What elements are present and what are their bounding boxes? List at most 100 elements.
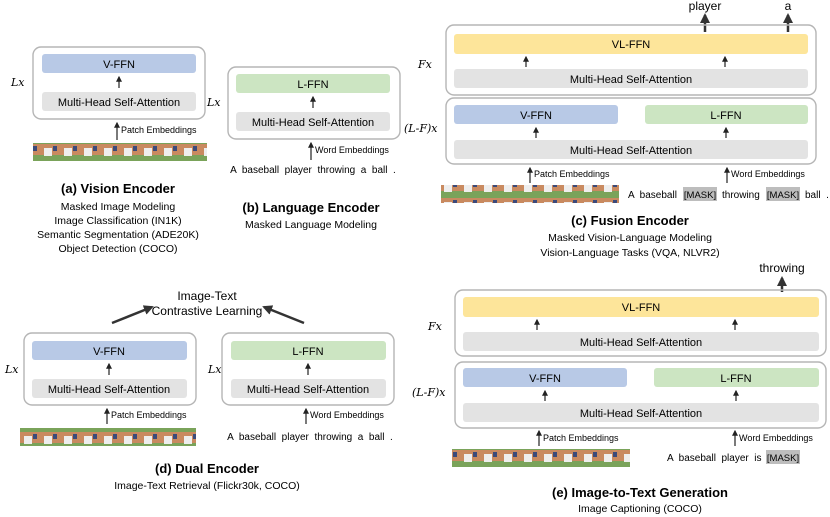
image-patches (20, 428, 196, 446)
task-label: Vision-Language Tasks (VQA, NLVR2) (540, 247, 719, 259)
task-label: Masked Image Modeling (61, 201, 176, 213)
panel-title: (b) Language Encoder (242, 200, 379, 215)
language-tower-frame (221, 332, 395, 406)
layer-repeat-label: Fx (427, 320, 443, 333)
input-sentence: A baseball player throwing a ball . (230, 165, 396, 176)
output-word: a (785, 0, 792, 13)
layer-repeat-label: Fx (417, 58, 433, 71)
patch-embeddings-label: Patch Embeddings (121, 125, 197, 135)
layer-repeat-label: Lx (4, 363, 19, 376)
v-ffn-block (42, 54, 196, 73)
image-patches (452, 449, 630, 467)
l-ffn-block (654, 368, 819, 387)
mhsa-block (42, 92, 196, 111)
image-patches (441, 185, 619, 203)
masked-sentence-part: A baseball (628, 190, 677, 201)
fusion-bottom-frame (445, 97, 817, 165)
output-word: player (689, 0, 722, 13)
fusion-top-frame (445, 24, 817, 96)
panel-title: (d) Dual Encoder (155, 461, 259, 476)
mhsa-block (236, 112, 390, 131)
vision-encoder-frame (32, 46, 206, 120)
word-embeddings-label: Word Embeddings (731, 169, 805, 179)
mhsa-block (32, 379, 187, 398)
panel-title: (e) Image-to-Text Generation (552, 485, 728, 500)
masked-sentence-part: throwing (722, 190, 760, 201)
vl-ffn-label: VL-FFN (612, 39, 651, 51)
word-embeddings-label: Word Embeddings (739, 433, 813, 443)
vl-ffn-block (463, 297, 819, 317)
input-sentence: A baseball player throwing a ball . (227, 432, 393, 443)
mhsa-block (463, 403, 819, 422)
layer-repeat-label: Lx (207, 363, 222, 376)
word-embeddings-label: Word Embeddings (310, 410, 384, 420)
task-label: Semantic Segmentation (ADE20K) (37, 229, 199, 241)
mhsa-block (463, 332, 819, 351)
layer-repeat-label: (L-F)x (412, 386, 446, 399)
panel-language-encoder: L-FFN Multi-Head Self-Attention Lx Word … (206, 66, 401, 231)
objective-label: Contrastive Learning (152, 304, 263, 318)
l-ffn-block (645, 105, 808, 124)
mhsa-label: Multi-Head Self-Attention (247, 384, 369, 396)
v-ffn-label: V-FFN (103, 59, 135, 71)
mask-token-bg (766, 450, 800, 464)
panel-title: (c) Fusion Encoder (571, 213, 689, 228)
v-ffn-label: V-FFN (529, 373, 561, 385)
mask-token-bg (683, 187, 717, 201)
mhsa-label: Multi-Head Self-Attention (580, 337, 702, 349)
task-label: Image Classification (IN1K) (54, 215, 181, 227)
panel-dual-encoder: Image-Text Contrastive Learning V-FFN Mu… (4, 289, 395, 492)
layer-repeat-label: Lx (10, 76, 25, 89)
mask-token: [MASK] (684, 190, 716, 201)
mhsa-label: Multi-Head Self-Attention (58, 97, 180, 109)
l-ffn-block (231, 341, 386, 360)
mask-token: [MASK] (767, 190, 799, 201)
generation-top-frame (454, 289, 827, 357)
vl-ffn-block (454, 34, 808, 54)
panel-title: (a) Vision Encoder (61, 181, 175, 196)
objective-label: Image-Text (177, 289, 237, 303)
l-ffn-label: L-FFN (720, 373, 751, 385)
task-label: Image Captioning (COCO) (578, 503, 702, 515)
mhsa-label: Multi-Head Self-Attention (48, 384, 170, 396)
l-ffn-label: L-FFN (710, 110, 741, 122)
task-label: Masked Vision-Language Modeling (548, 232, 712, 244)
panel-fusion-encoder: player a VL-FFN Multi-Head Self-Attentio… (404, 0, 829, 259)
language-encoder-frame (227, 66, 401, 140)
panel-image-to-text: throwing VL-FFN Multi-Head Self-Attentio… (412, 261, 827, 515)
mhsa-label: Multi-Head Self-Attention (580, 408, 702, 420)
mhsa-block (454, 69, 808, 88)
v-ffn-block (463, 368, 627, 387)
mhsa-block (231, 379, 386, 398)
mask-token: [MASK] (767, 453, 799, 464)
vl-ffn-label: VL-FFN (622, 302, 661, 314)
vision-tower-frame (23, 332, 197, 406)
mhsa-label: Multi-Head Self-Attention (252, 117, 374, 129)
task-label: Masked Language Modeling (245, 219, 377, 231)
l-ffn-block (236, 74, 390, 93)
task-label: Object Detection (COCO) (58, 243, 177, 255)
patch-embeddings-label: Patch Embeddings (543, 433, 619, 443)
arrow-icon (111, 305, 154, 325)
v-ffn-block (454, 105, 618, 124)
image-patches (33, 143, 207, 161)
mhsa-block (454, 140, 808, 159)
layer-repeat-label: (L-F)x (404, 122, 438, 135)
generation-bottom-frame (454, 361, 827, 429)
layer-repeat-label: Lx (206, 96, 221, 109)
mhsa-label: Multi-Head Self-Attention (570, 74, 692, 86)
word-embeddings-label: Word Embeddings (315, 145, 389, 155)
task-label: Image-Text Retrieval (Flickr30k, COCO) (114, 480, 300, 492)
arrow-icon (262, 305, 305, 325)
patch-embeddings-label: Patch Embeddings (111, 410, 187, 420)
v-ffn-block (32, 341, 187, 360)
v-ffn-label: V-FFN (520, 110, 552, 122)
l-ffn-label: L-FFN (292, 346, 323, 358)
panel-vision-encoder: V-FFN Multi-Head Self-Attention Lx Patch… (10, 46, 207, 255)
mask-token-bg (766, 187, 800, 201)
patch-embeddings-label: Patch Embeddings (534, 169, 610, 179)
masked-sentence-part: ball . (805, 190, 829, 201)
partial-caption: A baseball player is (667, 453, 762, 464)
v-ffn-label: V-FFN (93, 346, 125, 358)
